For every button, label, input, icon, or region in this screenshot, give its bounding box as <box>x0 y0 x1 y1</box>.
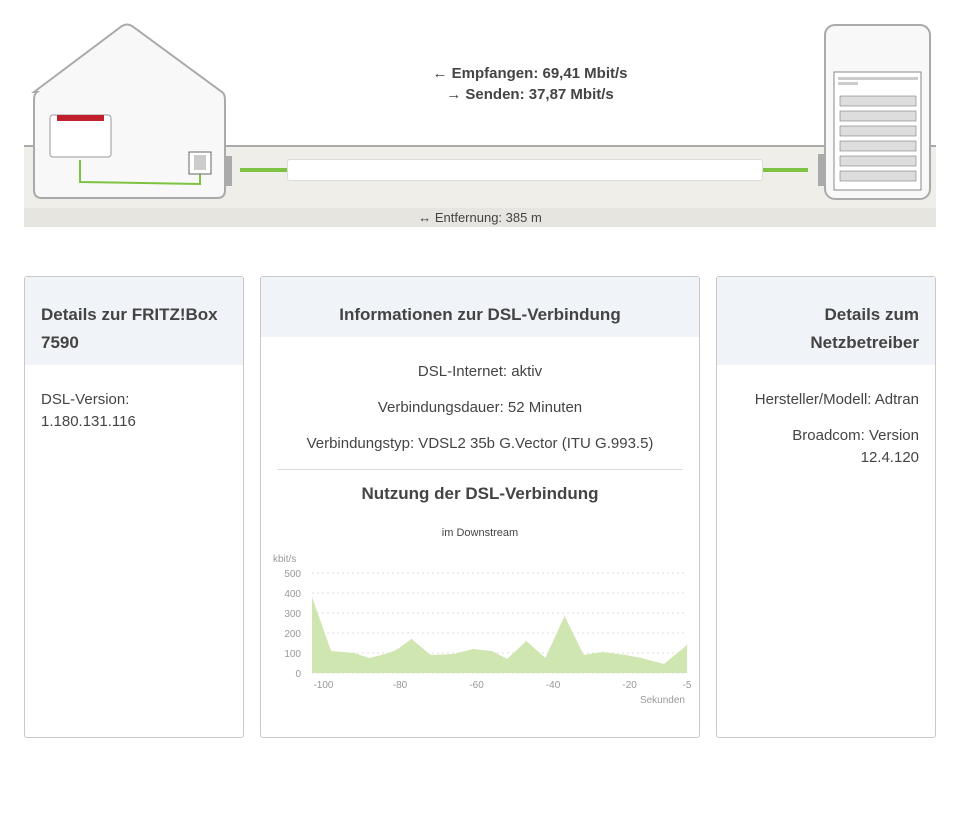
data-point <box>388 652 390 654</box>
data-point <box>453 653 455 655</box>
provider-broadcom: Broadcom: Version 12.4.120 <box>792 427 919 466</box>
data-point <box>506 658 508 660</box>
x-tick-label: -60 <box>469 680 484 691</box>
y-tick-label: 200 <box>284 629 301 640</box>
fritzbox-card: Details zur FRITZ!Box 7590 DSL-Version: … <box>24 276 244 738</box>
data-point <box>564 615 566 617</box>
data-point <box>430 654 432 656</box>
data-point <box>395 649 397 651</box>
distance-bar <box>24 208 936 227</box>
data-point <box>583 654 585 656</box>
data-point <box>368 657 370 659</box>
send-rate: → Senden: 37,87 Mbit/s <box>446 86 614 103</box>
card-title: Details zur FRITZ!Box 7590 <box>25 277 243 365</box>
data-point <box>544 657 546 659</box>
data-point <box>640 657 642 659</box>
y-tick-label: 100 <box>284 649 301 660</box>
y-tick-label: 500 <box>284 569 301 580</box>
y-tick-label: 300 <box>284 609 301 620</box>
dsl-duration: Verbindungsdauer: 52 Minuten <box>377 399 583 416</box>
y-tick-label: 400 <box>284 589 301 600</box>
arrow-left-icon: ← <box>432 65 452 82</box>
data-point <box>602 651 604 653</box>
provider-model: Hersteller/Modell: Adtran <box>754 391 919 408</box>
usage-title: Nutzung der DSL-Verbindung <box>361 484 599 503</box>
y-tick-label: 0 <box>295 669 301 680</box>
dsl-internet: DSL-Internet: aktiv <box>417 363 543 380</box>
dsl-version: DSL-Version: 1.180.131.116 <box>41 391 136 430</box>
data-point <box>410 638 412 640</box>
card-title: Informationen zur DSL-Verbindung <box>261 277 699 337</box>
data-point <box>353 652 355 654</box>
data-point <box>472 648 474 650</box>
provider-card: Details zum Netzbetreiber Hersteller/Mod… <box>716 276 936 738</box>
x-tick-label: -100 <box>313 680 333 691</box>
dsl-type: Verbindungstyp: VDSL2 35b G.Vector (ITU … <box>306 435 654 452</box>
double-arrow-icon: ↔ <box>418 210 435 225</box>
arrow-right-icon: → <box>446 86 466 103</box>
exchange-icon <box>824 24 931 200</box>
x-axis-label: Sekunden <box>640 695 685 706</box>
x-tick-label: -80 <box>393 680 408 691</box>
card-title: Details zum Netzbetreiber <box>717 277 935 365</box>
data-point <box>330 650 332 652</box>
socket-left <box>224 156 232 186</box>
dsl-card: Informationen zur DSL-Verbindung DSL-Int… <box>260 276 700 738</box>
x-tick-label: -20 <box>622 680 637 691</box>
socket-right <box>818 154 826 186</box>
data-point <box>663 663 665 665</box>
receive-rate: ← Empfangen: 69,41 Mbit/s <box>432 65 628 82</box>
line-box <box>287 159 763 181</box>
data-point <box>311 596 313 598</box>
downstream-area <box>312 597 687 673</box>
usage-chart: im Downstream kbit/s 0 100 200 300 400 500 -100 -… <box>273 527 692 706</box>
x-tick-label: -40 <box>546 680 561 691</box>
chart-title: im Downstream <box>442 527 518 539</box>
distance: ↔ Entfernung: 385 m <box>418 210 542 225</box>
data-point <box>625 654 627 656</box>
data-point <box>525 640 527 642</box>
x-tick-label: -5 <box>683 680 692 691</box>
y-axis-label: kbit/s <box>273 554 296 565</box>
home-icon <box>31 23 226 199</box>
data-point <box>491 650 493 652</box>
data-point <box>686 644 688 646</box>
divider <box>277 469 683 470</box>
